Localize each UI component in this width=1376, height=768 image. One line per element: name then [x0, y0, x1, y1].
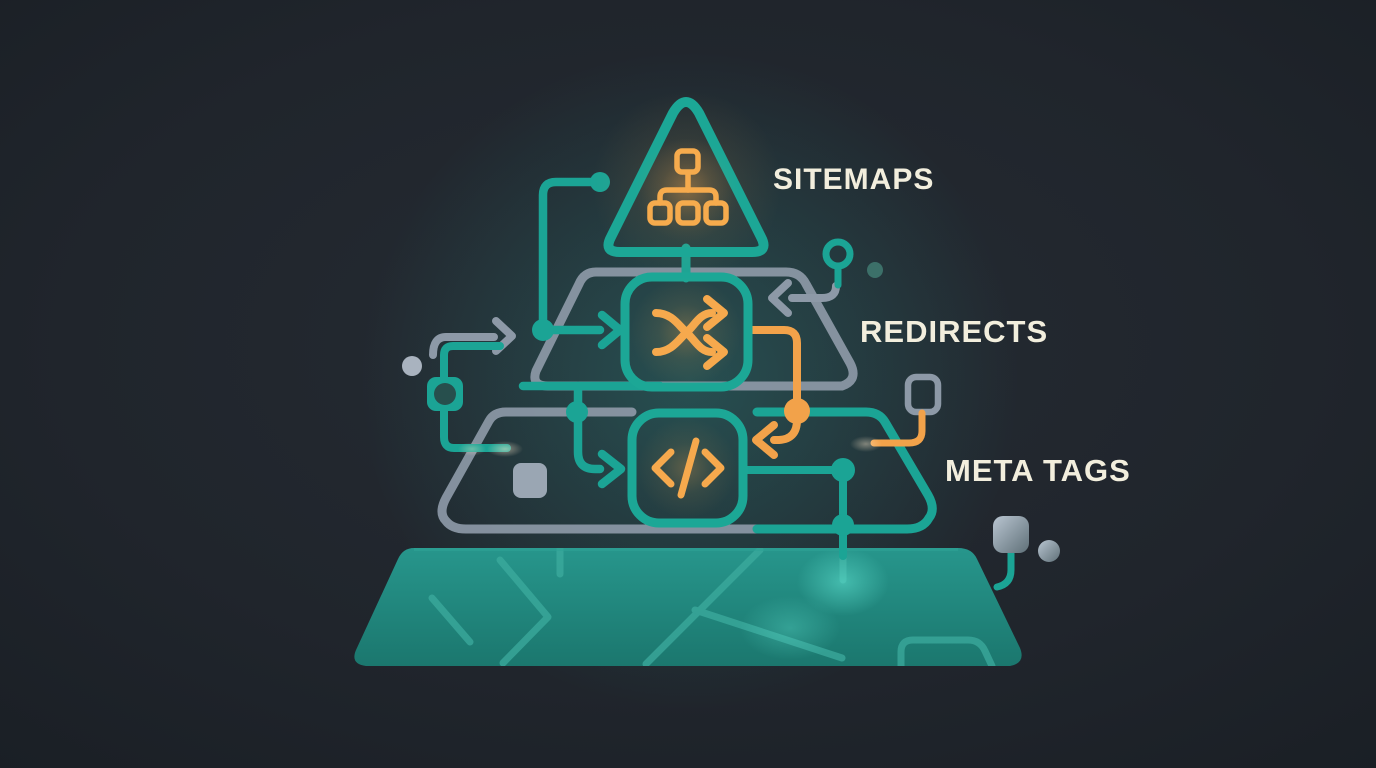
base-glow-spot: [740, 596, 840, 660]
redirects-node: [620, 272, 753, 392]
right-arrow-icon: [597, 449, 626, 489]
meta-tags-label: META TAGS: [945, 453, 1131, 488]
bottom-right-accents: [993, 516, 1060, 562]
code-box-right-connector: [739, 466, 847, 560]
gray-circuit-network: [429, 267, 942, 534]
meta-tags-trapezoid-outline-left: [437, 407, 762, 534]
orange-circuit-network: [744, 326, 926, 459]
line-glow: [458, 442, 486, 456]
shuffle-arrows-icon: [652, 295, 728, 370]
ring-arrow-connector: [788, 282, 840, 302]
teal-junction-node: [831, 458, 855, 482]
orange-junction-node: [784, 398, 810, 424]
redirects-box-outline: [620, 272, 753, 392]
teal-junction-node: [532, 319, 554, 341]
square-node-connector: [870, 409, 926, 447]
gradient-dot-node: [1038, 540, 1060, 562]
mid-vertical-connector: [573, 381, 605, 474]
sitemaps-label: SITEMAPS: [773, 163, 934, 196]
gradient-square-node: [993, 516, 1029, 553]
meta-tags-node: [627, 408, 748, 528]
right-arrow-icon: [597, 310, 625, 350]
teal-junction-node: [566, 401, 588, 423]
teal-square-node-hole: [434, 383, 456, 405]
redirects-trapezoid-outline: [530, 267, 858, 391]
teal-junction-node: [832, 514, 854, 536]
line-glow: [850, 436, 882, 452]
left-arrow-icon: [768, 279, 792, 317]
left-arrow-icon: [752, 421, 778, 459]
circuit-board-base: [354, 548, 1022, 666]
left-arrow-connector: [429, 333, 498, 359]
redirects-label: REDIRECTS: [860, 314, 1048, 349]
base-circuit-traces: [414, 548, 996, 666]
pyramid-base-layer: [354, 548, 1022, 666]
meta-tags-trapezoid-outline-right: [752, 407, 937, 534]
sitemaps-triangle-outline: [603, 97, 769, 257]
base-glow-spot: [797, 548, 889, 616]
bottom-right-connector: [993, 549, 1015, 591]
gray-dot-node: [402, 356, 422, 376]
line-glow: [487, 441, 523, 457]
gray-square-node: [513, 463, 547, 498]
code-tag-icon: [651, 437, 725, 499]
gray-filled-nodes: [402, 356, 547, 498]
sitemaps-layer: [592, 90, 782, 280]
sitemap-hierarchy-icon: [647, 148, 729, 226]
meta-tags-box-outline: [627, 408, 748, 528]
redirect-flow-connector: [744, 326, 801, 444]
layer-labels: SITEMAPS REDIRECTS META TAGS: [773, 163, 1131, 488]
muted-teal-dot: [867, 262, 883, 278]
